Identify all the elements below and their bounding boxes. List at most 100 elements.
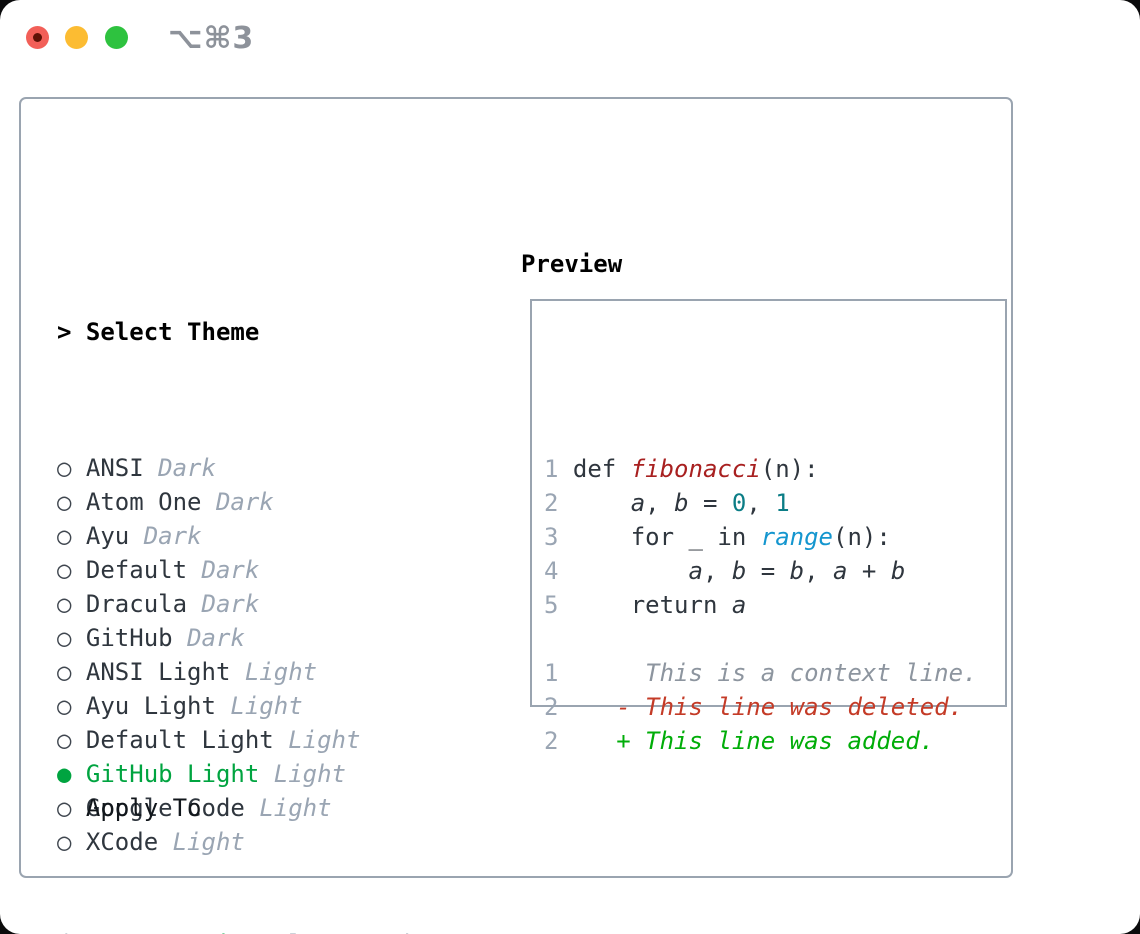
code-token-plain: = [688,489,732,517]
option-label: GitHub Light [85,760,260,788]
code-token-number: 0 [731,489,747,517]
line-number: 2 [544,489,559,517]
option-label: Default Light [85,726,274,754]
radio-icon: ○ [57,794,72,822]
code-line: 3 for _ in range(n): [544,520,995,554]
theme-option[interactable]: ○ Google Code Light [57,791,360,825]
apply-to-section: Apply To ● User Settings○ Workspace Sett… [57,723,346,934]
prompt-icon: > [57,318,72,346]
variant-label: Light [259,794,332,822]
code-token-variable: b [789,557,805,585]
option-label: ANSI [85,454,144,482]
variant-label: Dark [187,624,245,652]
line-number: 3 [544,523,559,551]
code-token-plain [573,489,631,517]
variant-label: Light [288,726,361,754]
theme-option[interactable]: ○ ANSI Light Light [57,655,360,689]
theme-list-header: > Select Theme [57,315,360,349]
close-button[interactable] [26,26,49,49]
code-line: 1 def fibonacci(n): [544,452,995,486]
theme-option[interactable]: ○ Default Light Light [57,723,360,757]
radio-icon: ○ [57,590,72,618]
variant-label: Dark [143,522,202,550]
window-title: ⌥⌘3 [168,21,255,56]
radio-icon: ○ [57,454,72,482]
theme-option[interactable]: ○ Default Dark [57,553,360,587]
theme-option[interactable]: ○ XCode Light [57,825,360,859]
theme-list: > Select Theme ○ ANSI Dark○ Atom One Dar… [57,247,360,859]
radio-icon: ○ [57,658,72,686]
code-token-plain: (n): [760,455,819,483]
code-token-builtin: range [760,523,833,551]
code-line: 2 + This line was added. [544,724,995,758]
theme-option[interactable]: ○ Atom One Dark [57,485,360,519]
theme-option[interactable]: ○ Ayu Light Light [57,689,360,723]
code-token-plain: return [572,591,732,619]
variant-label: Dark [215,488,274,516]
minimize-button[interactable] [65,26,88,49]
close-dot-icon [33,33,42,42]
theme-option[interactable]: ○ ANSI Dark [57,451,360,485]
code-token-variable: b [731,557,747,585]
option-label: ANSI Light [85,658,231,686]
code-token-plain: def [572,455,631,483]
radio-icon: ○ [57,692,72,720]
code-token-variable: a [833,557,848,585]
theme-option[interactable]: ○ GitHub Dark [57,621,360,655]
code-token-plain: , [804,557,834,585]
code-token-plain: = [746,557,790,585]
titlebar: ⌥⌘3 [0,0,1140,74]
variant-label: Dark [201,590,260,618]
help-text-line: (Use Enter to select, Tab to [57,927,462,934]
code-line: 2 - This line was deleted. [544,690,995,724]
option-label: GitHub [85,624,173,652]
line-number: 2 [544,693,559,721]
code-line: 2 a, b = 0, 1 [544,486,995,520]
code-token-deleted: - This line was deleted. [572,693,964,721]
theme-list-title: Select Theme [85,318,260,346]
code-token-plain: , [746,489,776,517]
option-label: Dracula [85,590,188,618]
code-token-function: fibonacci [630,455,761,483]
preview-title: Preview [521,250,623,278]
code-token-variable: b [674,489,689,517]
code-token-variable: a [630,489,646,517]
code-token-plain: , [702,557,732,585]
code-token-variable: a [688,557,703,585]
radio-icon: ○ [57,488,72,516]
option-label: Ayu Light [85,692,216,720]
option-label: XCode [85,828,159,856]
option-label: Google Code [85,794,245,822]
apply-to-header: Apply To [85,794,202,822]
theme-option[interactable]: ● GitHub Light Light [57,757,360,791]
line-number: 4 [544,557,559,585]
help-text: (Use Enter to select, Tab to change focu… [57,859,462,934]
radio-icon: ○ [57,726,72,754]
radio-icon: ○ [57,556,72,584]
radio-icon: ○ [57,522,72,550]
code-token-number: 1 [775,489,790,517]
code-token-plain: , [645,489,675,517]
zoom-button[interactable] [105,26,128,49]
theme-option[interactable]: ○ Dracula Dark [57,587,360,621]
line-number: 1 [544,455,559,483]
theme-picker-panel: > Select Theme ○ ANSI Dark○ Atom One Dar… [19,97,1013,934]
theme-option[interactable]: ○ Ayu Dark [57,519,360,553]
variant-label: Dark [158,454,216,482]
variant-label: Light [244,658,318,686]
code-token-plain: for _ in [572,523,761,551]
code-token-variable: a [731,591,747,619]
code-token-context: This is a context line. [572,659,978,687]
selected-radio-icon: ● [57,930,71,934]
selected-radio-icon: ● [57,760,72,788]
code-token-plain: + [847,557,891,585]
option-label: User Settings [86,930,274,934]
option-label: Atom One [85,488,202,516]
radio-icon: ○ [57,624,72,652]
line-number: 5 [544,591,559,619]
code-token-variable: b [890,557,906,585]
apply-to-option[interactable]: ● User Settings [57,927,346,934]
